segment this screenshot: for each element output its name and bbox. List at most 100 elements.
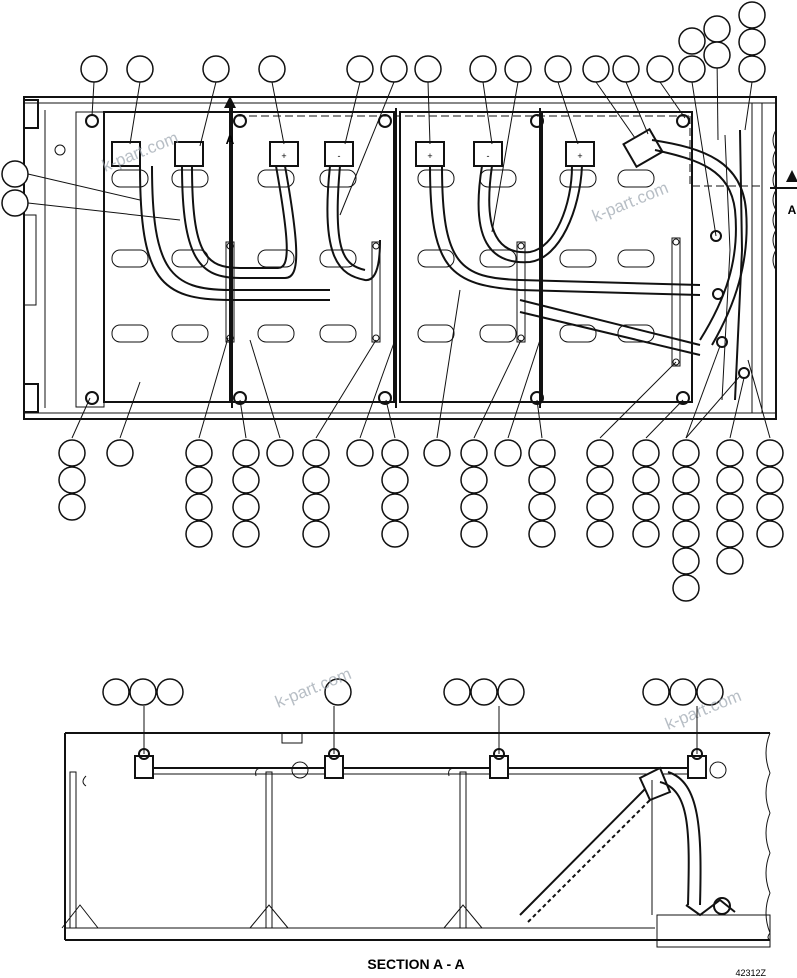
callout-balloon xyxy=(494,439,522,467)
terminal-plus-label: + xyxy=(427,151,432,161)
callout-balloon xyxy=(126,55,154,83)
callout-balloon xyxy=(497,678,525,706)
section-view xyxy=(61,732,771,948)
callout-balloon xyxy=(381,466,409,494)
mounting-tab xyxy=(24,383,39,413)
callout-balloon xyxy=(716,520,744,548)
callout-balloon xyxy=(58,493,86,521)
callouts-section xyxy=(143,706,698,754)
callout-balloon xyxy=(381,439,409,467)
callout-balloon xyxy=(696,678,724,706)
callout-balloon xyxy=(156,678,184,706)
callout-balloon xyxy=(756,439,784,467)
section-arrow xyxy=(786,170,797,182)
callout-balloon xyxy=(672,439,700,467)
callout-balloon xyxy=(381,493,409,521)
callout-balloon xyxy=(716,466,744,494)
callout-balloon xyxy=(678,55,706,83)
callout-balloon xyxy=(586,439,614,467)
vent-caps xyxy=(111,169,655,343)
callout-balloon xyxy=(756,493,784,521)
cable-clamp xyxy=(516,241,526,343)
callout-balloon xyxy=(703,41,731,69)
callout-balloon xyxy=(756,520,784,548)
section-caption: SECTION A - A xyxy=(367,956,464,972)
callout-balloon xyxy=(232,520,260,548)
section-marker-right: A xyxy=(788,203,797,217)
callout-balloon xyxy=(703,15,731,43)
callout-balloon xyxy=(106,439,134,467)
callout-balloon xyxy=(528,439,556,467)
terminal-minus-label: - xyxy=(338,151,341,161)
callout-balloon xyxy=(380,55,408,83)
callout-balloon xyxy=(642,678,670,706)
callout-balloon xyxy=(669,678,697,706)
callout-balloon xyxy=(58,439,86,467)
cable-clamp xyxy=(671,237,681,367)
callout-balloon xyxy=(632,466,660,494)
cable-clamp xyxy=(225,241,235,343)
callout-balloon xyxy=(528,466,556,494)
callout-balloon xyxy=(756,466,784,494)
callout-balloon xyxy=(346,439,374,467)
callout-balloon xyxy=(58,466,86,494)
callout-balloon xyxy=(302,520,330,548)
callout-balloon xyxy=(672,574,700,602)
callout-balloon xyxy=(414,55,442,83)
callout-balloon xyxy=(612,55,640,83)
callout-balloon xyxy=(185,439,213,467)
callout-balloon xyxy=(202,55,230,83)
callout-balloon xyxy=(672,466,700,494)
battery-4 xyxy=(541,111,693,403)
callout-balloon xyxy=(470,678,498,706)
callout-balloon xyxy=(185,520,213,548)
callout-balloon xyxy=(528,493,556,521)
callout-balloon xyxy=(381,520,409,548)
callout-balloon xyxy=(460,520,488,548)
callout-balloon xyxy=(102,678,130,706)
callout-balloon xyxy=(586,466,614,494)
callout-balloon xyxy=(672,520,700,548)
callout-balloon xyxy=(528,520,556,548)
battery-terminals xyxy=(111,127,664,169)
terminal-plus-label: + xyxy=(577,151,582,161)
mounting-tab xyxy=(24,99,39,129)
callout-balloon xyxy=(129,678,157,706)
callout-balloon xyxy=(346,55,374,83)
side-bracket xyxy=(23,214,37,306)
watermark: k-part.com xyxy=(589,178,671,226)
callout-balloon xyxy=(232,466,260,494)
section-arrow xyxy=(224,96,236,108)
callout-balloon xyxy=(632,439,660,467)
hold-down-bar xyxy=(75,111,105,408)
callout-balloon xyxy=(586,520,614,548)
rail-clamps xyxy=(134,748,707,779)
callout-balloon xyxy=(185,466,213,494)
battery-box xyxy=(656,914,771,948)
callout-balloon xyxy=(582,55,610,83)
callout-balloon xyxy=(544,55,572,83)
callout-balloon xyxy=(738,55,766,83)
terminal-plus-label: + xyxy=(281,151,286,161)
callout-balloon xyxy=(232,439,260,467)
callout-balloon xyxy=(716,547,744,575)
callout-balloon xyxy=(460,466,488,494)
callout-balloon xyxy=(266,439,294,467)
hold-down-bolts xyxy=(85,114,750,405)
callout-balloon xyxy=(232,493,260,521)
section-marker-top: A xyxy=(226,133,235,147)
callout-balloon xyxy=(672,547,700,575)
callout-balloon xyxy=(716,439,744,467)
callout-balloon xyxy=(632,493,660,521)
callout-balloon xyxy=(586,493,614,521)
terminal-minus-label: - xyxy=(487,151,490,161)
battery-1 xyxy=(103,111,231,403)
callout-balloon xyxy=(672,493,700,521)
callout-balloon xyxy=(302,493,330,521)
callout-balloon xyxy=(302,439,330,467)
callouts-top xyxy=(27,55,771,439)
callout-balloon xyxy=(1,160,29,188)
callout-circles xyxy=(1,1,784,706)
callout-balloon xyxy=(324,678,352,706)
